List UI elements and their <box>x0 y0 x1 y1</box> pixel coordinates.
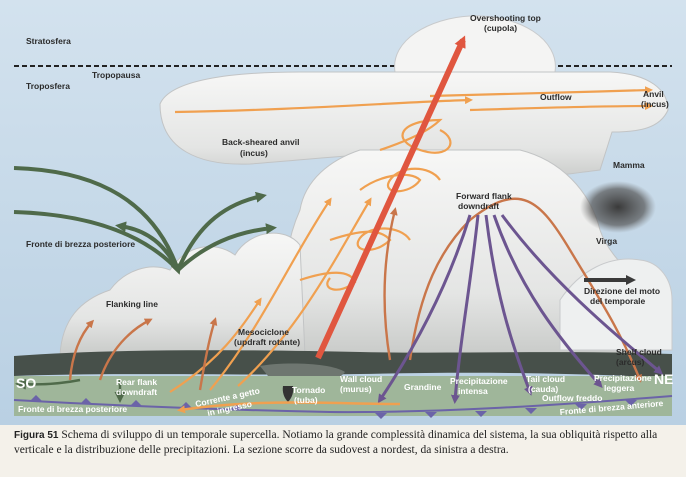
rear-flank-sublabel: downdraft <box>116 387 157 397</box>
stratosphere-label: Stratosfera <box>26 36 71 46</box>
warm-inflow-arrows <box>169 86 653 393</box>
hail-label: Grandine <box>404 382 442 392</box>
anvil-label: Anvil <box>643 89 664 99</box>
back-sheared-anvil-sublabel: (incus) <box>240 148 268 158</box>
supercell-diagram: Stratosfera Tropopausa Troposfera Oversh… <box>0 0 686 425</box>
intense-precip-label: Precipitazione <box>450 376 508 386</box>
anvil-sublabel: (incus) <box>641 99 669 109</box>
figure-number: Figura 51 <box>14 430 59 441</box>
wall-cloud-label: Wall cloud <box>340 374 382 384</box>
shelf-cloud-label: Shelf cloud <box>616 347 662 357</box>
rear-breeze-front-ground-label: Fronte di brezza posteriore <box>18 404 127 414</box>
overshooting-top-sublabel: (cupola) <box>484 23 517 33</box>
hail-arrows <box>68 197 642 391</box>
overshooting-top-label: Overshooting top <box>470 13 541 23</box>
tail-cloud-label: Tail cloud <box>526 374 565 384</box>
light-precip-label: Precipitazione <box>594 373 652 383</box>
mamma-cloud <box>580 181 656 233</box>
flanking-line-label: Flanking line <box>106 299 158 309</box>
rear-breeze-front-label: Fronte di brezza posteriore <box>26 239 135 249</box>
front-triangles <box>30 395 637 419</box>
outflow-label: Outflow <box>540 92 572 102</box>
direction-sublabel: del temporale <box>590 296 646 306</box>
figure-caption: Figura 51 Schema di sviluppo di un tempo… <box>14 428 674 457</box>
tornado-funnel <box>282 386 294 402</box>
forward-flank-sublabel: downdraft <box>458 201 499 211</box>
tail-cloud-sublabel: (cauda) <box>528 384 558 394</box>
overshooting-top-dome <box>394 15 556 73</box>
intense-precip-sublabel: intensa <box>458 386 488 396</box>
mesocyclone-sublabel: (updraft rotante) <box>234 337 300 347</box>
mesocyclone-label: Mesociclone <box>238 327 289 337</box>
wall-cloud-sublabel: (murus) <box>340 384 372 394</box>
virga-label: Virga <box>596 236 617 246</box>
southwest-label: SO <box>16 375 36 391</box>
gust-front-line <box>13 395 673 414</box>
forward-flank-label: Forward flank <box>456 191 512 201</box>
main-updraft-arrow <box>315 35 466 360</box>
ground-inflow-arrow <box>177 401 401 414</box>
figure-caption-text: Schema di sviluppo di un temporale super… <box>14 429 658 456</box>
troposphere-label: Troposfera <box>26 81 70 91</box>
direction-label: Direzione del moto <box>584 286 660 296</box>
rear-inflow-arrows <box>13 166 277 275</box>
diagram-canvas: Stratosfera Tropopausa Troposfera Oversh… <box>0 0 686 425</box>
rear-flank-downdraft-arrows <box>15 378 126 403</box>
cold-outflow-label: Outflow freddo <box>542 393 602 403</box>
back-sheared-anvil-label: Back-sheared anvil <box>222 137 299 147</box>
tornado-sublabel: (tuba) <box>294 395 318 405</box>
forward-downdraft-arrows <box>377 214 664 404</box>
rear-flank-label: Rear flank <box>116 377 157 387</box>
cloud-base-band <box>14 350 672 378</box>
mamma-label: Mamma <box>613 160 645 170</box>
northeast-label: NE <box>654 371 673 387</box>
light-precip-sublabel: leggera <box>604 383 635 393</box>
shelf-cloud-sublabel: (arcus) <box>616 357 645 367</box>
tornado-label: Tornado <box>292 385 325 395</box>
tropopause-label: Tropopausa <box>92 70 140 80</box>
